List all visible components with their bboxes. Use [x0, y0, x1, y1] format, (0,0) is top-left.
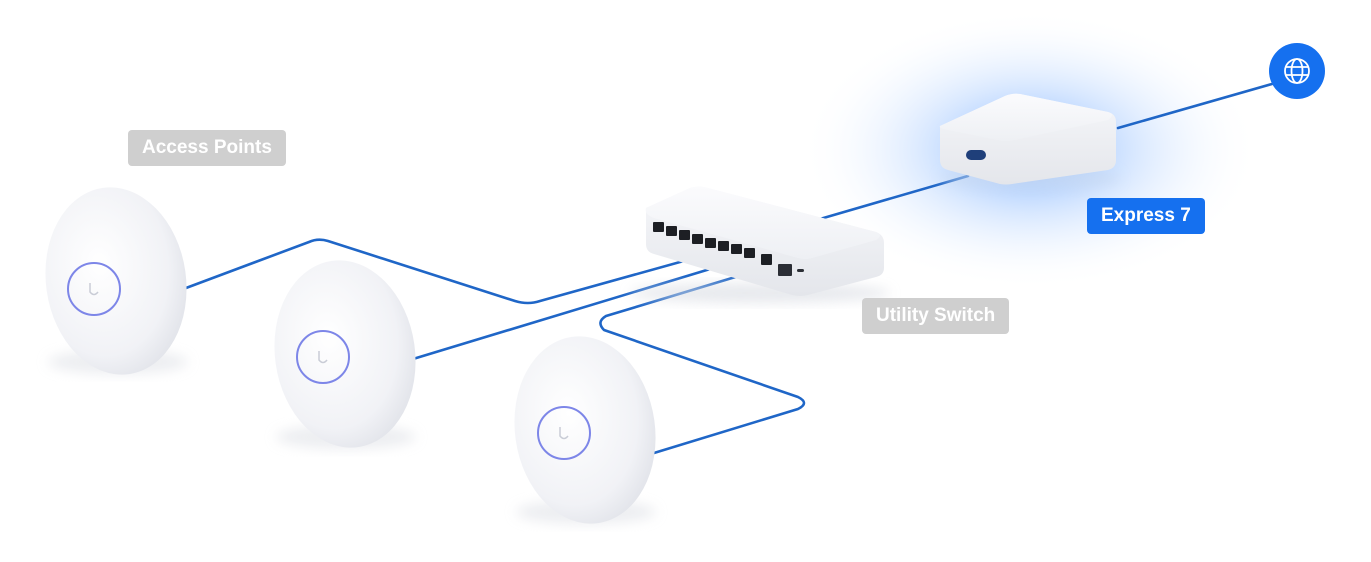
ubiquiti-logo-icon: [318, 351, 328, 364]
usb-c-port: [966, 150, 986, 160]
rj45-ports: [653, 222, 772, 265]
cable-switch-ap3: [599, 273, 806, 455]
ubiquiti-logo-icon: [89, 283, 99, 296]
internet-node[interactable]: [1269, 43, 1325, 99]
access-point-2[interactable]: [263, 251, 428, 457]
utility-switch-device[interactable]: [630, 186, 890, 303]
globe-icon: [1284, 58, 1310, 84]
led-ring: [67, 262, 121, 316]
express-label: Express 7: [1087, 198, 1205, 234]
access-points-label: Access Points: [128, 130, 286, 166]
utility-switch-label: Utility Switch: [862, 298, 1010, 334]
access-point-1[interactable]: [34, 178, 199, 384]
cable-gateway-switch: [818, 174, 970, 221]
usb-port: [797, 269, 804, 272]
led-ring: [537, 406, 591, 460]
cables: [184, 82, 1274, 455]
ubiquiti-logo-icon: [559, 427, 569, 440]
express-gateway-device[interactable]: [939, 93, 1120, 190]
cable-switch-ap1: [184, 238, 700, 305]
cable-switch-ap2: [411, 264, 722, 361]
sfp-port: [778, 264, 792, 276]
led-ring: [296, 330, 350, 384]
access-point-3[interactable]: [503, 327, 668, 533]
cable-internet-gateway: [1116, 82, 1274, 130]
